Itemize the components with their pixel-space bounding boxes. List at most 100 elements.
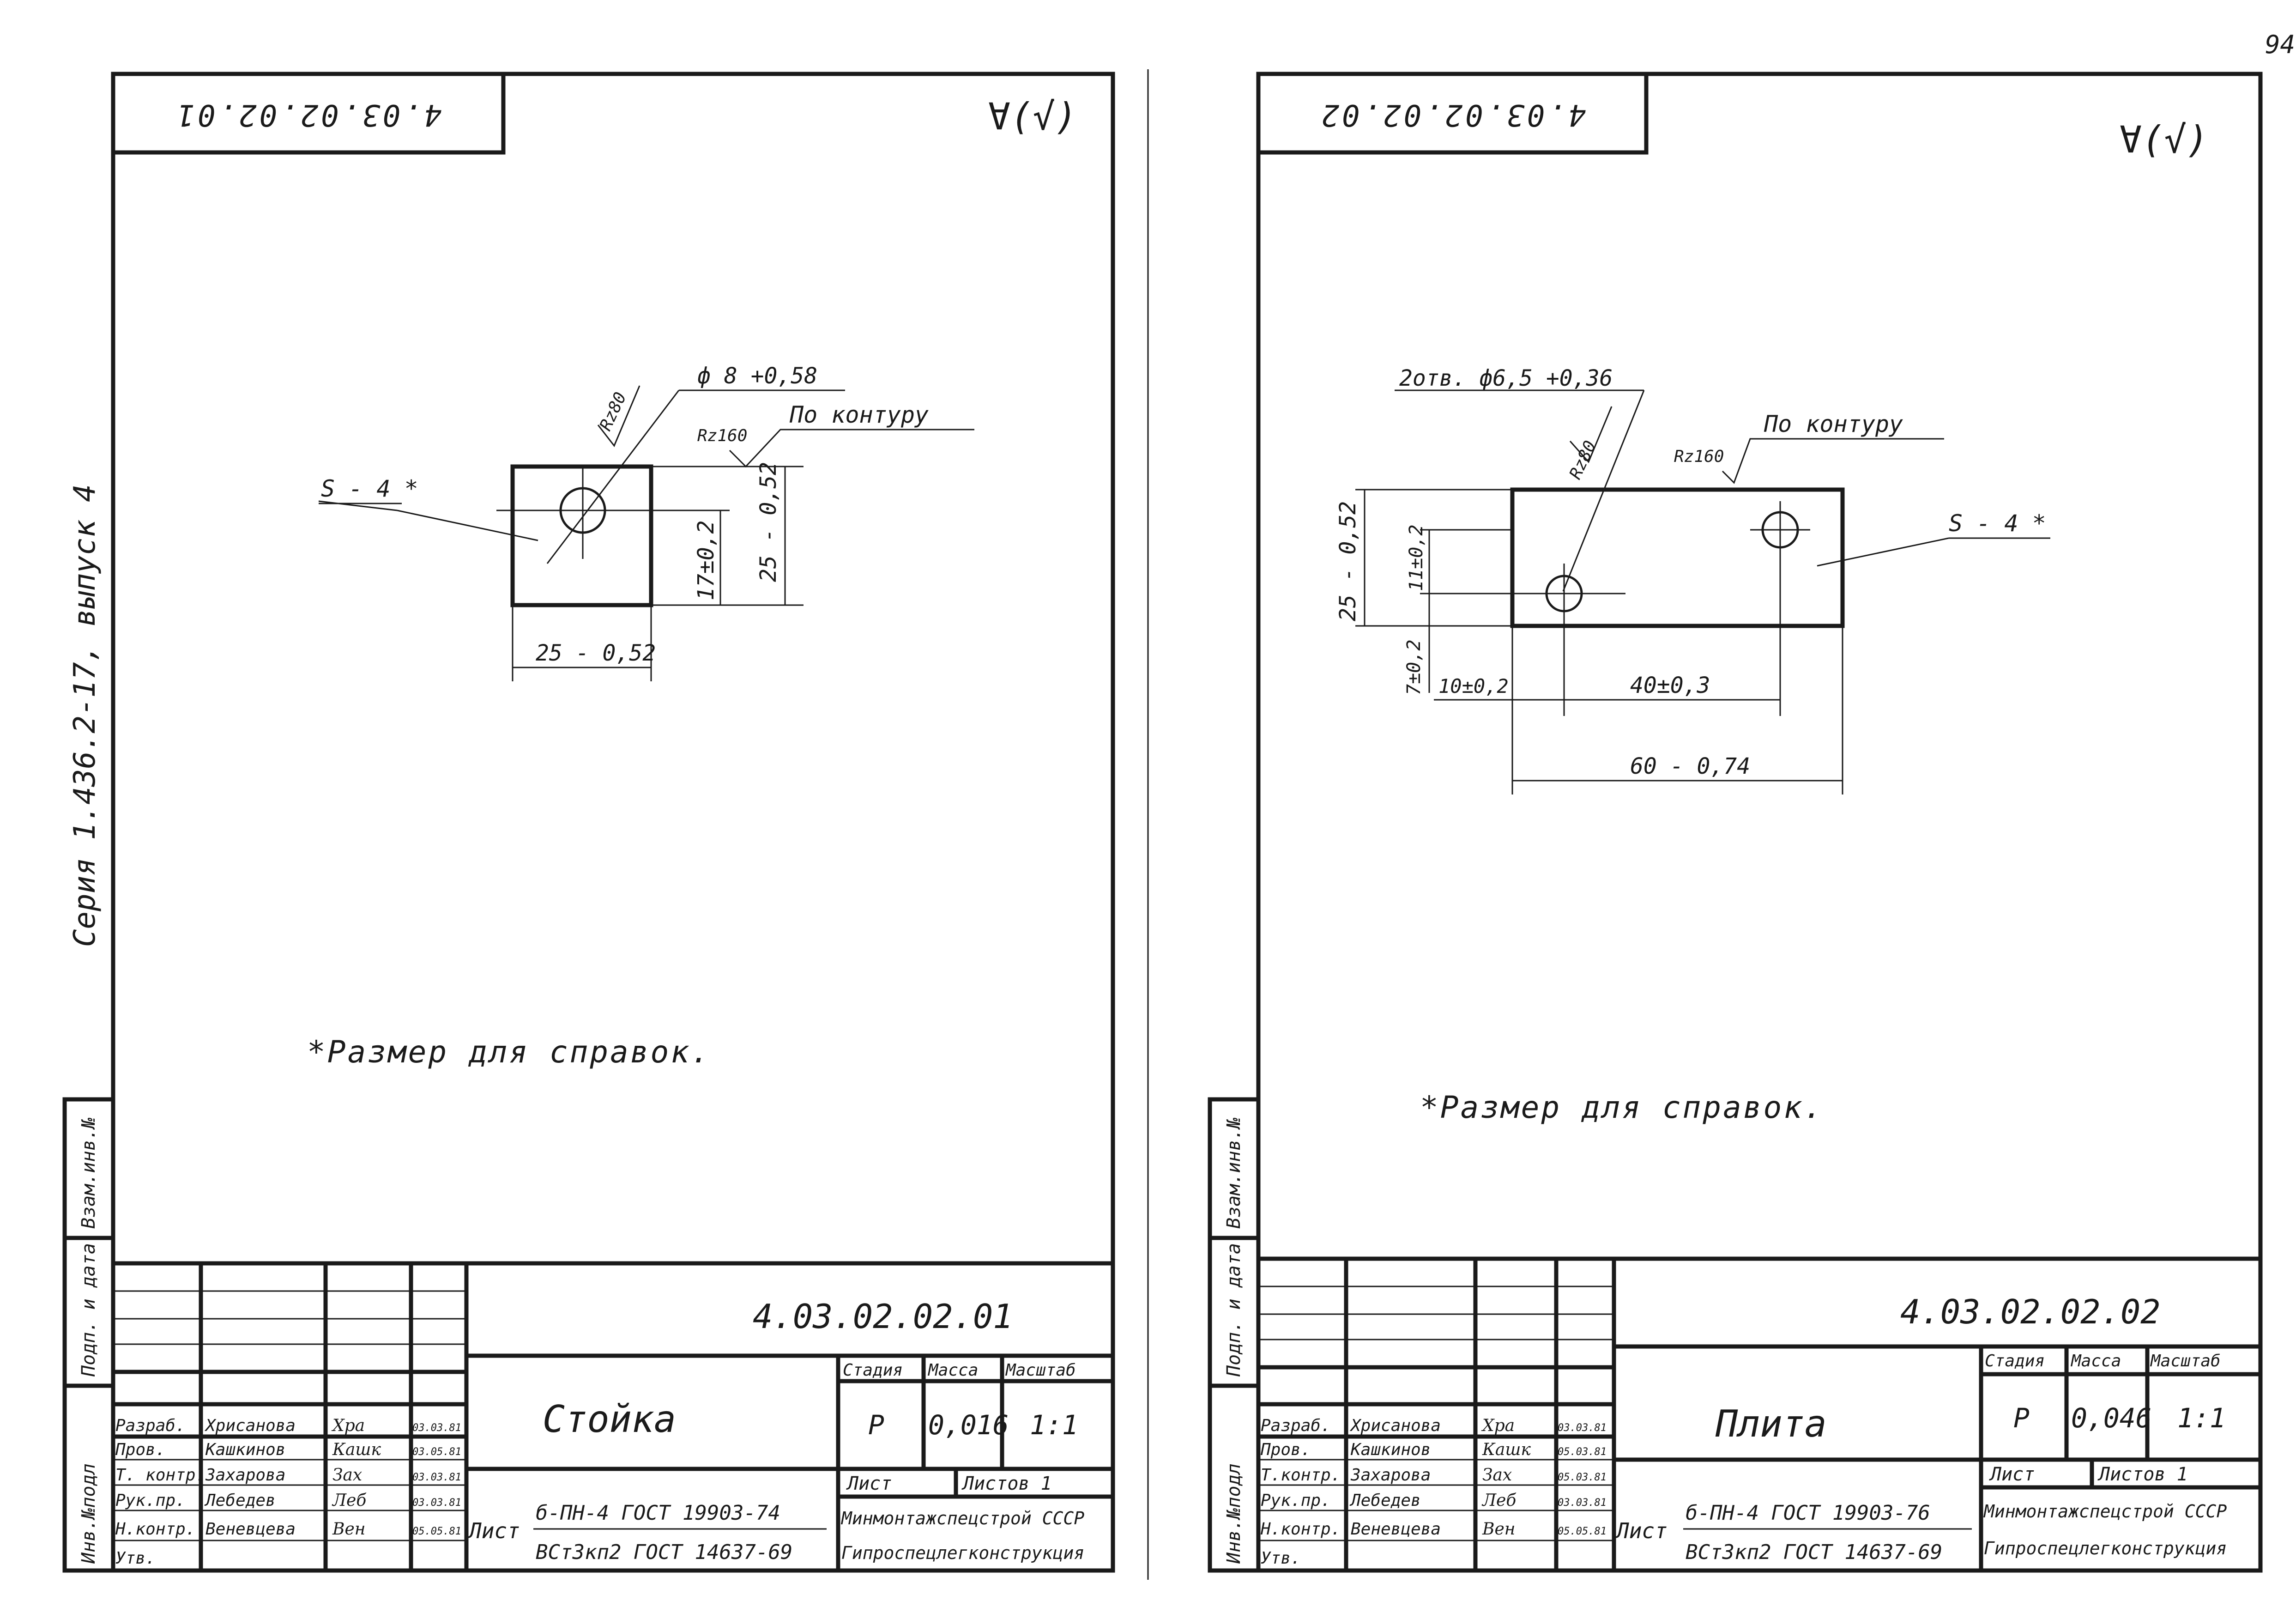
sheet-right-dim-hole: 2отв. ф6,5 +0,36 xyxy=(1399,365,1613,391)
sheet-right-title: Плита xyxy=(1715,1402,1827,1445)
sheet-right-top-code: 4.03.02.02.02 xyxy=(1319,97,1586,132)
sheet-left-name-2: Захарова xyxy=(205,1466,285,1485)
sheet-left-sign-0: Хра xyxy=(331,1416,365,1435)
sheet-left-sheet-label: Лист xyxy=(846,1473,892,1494)
sheet-right-sign-3: Леб xyxy=(1481,1491,1517,1510)
sheet-right-date-3: 03.03.81 xyxy=(1558,1497,1607,1509)
sheet-right-side-stamp: Взам.инв.№ Подп. и дата Инв.№подл xyxy=(1208,1097,1261,1573)
sheet-left-role-0: Разраб. xyxy=(115,1416,186,1435)
sheet-left-date-1: 03.05.81 xyxy=(412,1446,461,1458)
sheet-left-scale: 1:1 xyxy=(1030,1409,1078,1441)
sheet-left-mass: 0,016 xyxy=(928,1409,1009,1441)
sheet-left-title-block: 4.03.02.02.01 Стойка Стадия Масса Масшта… xyxy=(113,1261,1113,1571)
sheet-left: 4.03.02.02.01 ∀(√) Взам.инв.№ Подп. и да… xyxy=(62,72,1115,1573)
sheet-right-role-0: Разраб. xyxy=(1261,1416,1331,1435)
sheet-left-dim-height: 25 - 0,52 xyxy=(755,462,781,582)
sheet-left-role-4: Н.контр. xyxy=(115,1520,195,1539)
sheet-right-sign-2: Зах xyxy=(1482,1466,1512,1485)
sheet-right-name-3: Лебедев xyxy=(1349,1491,1421,1510)
sheet-right-stage: Р xyxy=(2013,1402,2030,1434)
sheet-right-sign-0: Хра xyxy=(1481,1416,1515,1435)
sheet-right-dim-height: 25 - 0,52 xyxy=(1335,501,1361,621)
sheet-right-note: *Размер для справок. xyxy=(1420,1090,1824,1125)
sheet-left-contour: По контуру xyxy=(789,401,929,428)
sheet-left-part-outline xyxy=(510,464,653,607)
sheet-right-material-label: Лист xyxy=(1614,1518,1668,1543)
sheet-right-material-top: б-ПН-4 ГОСТ 19903-76 xyxy=(1686,1501,1930,1525)
sheet-left-date-3: 03.03.81 xyxy=(412,1497,461,1509)
sheet-left-date-4: 05.05.81 xyxy=(412,1526,461,1537)
sheet-left-header-stage: Стадия xyxy=(843,1361,903,1380)
sheet-right-dim-hole-pos: 11±0,2 xyxy=(1406,525,1427,592)
sheet-right-part-outline xyxy=(1510,487,1845,628)
sheet-right-date-1: 05.03.81 xyxy=(1558,1446,1607,1458)
sheet-right-sign-1: Кашк xyxy=(1482,1440,1531,1459)
sheet-left-material-bottom: ВСт3кп2 ГОСТ 14637-69 xyxy=(536,1540,792,1564)
sheet-left-sign-3: Леб xyxy=(332,1491,367,1510)
sheet-right-dim-edge: 7±0,2 xyxy=(1403,640,1425,695)
sheet-left-dim-hole: ф 8 +0,58 xyxy=(697,363,817,389)
sheet-left-date-0: 03.03.81 xyxy=(412,1422,461,1434)
sheet-right-doc-code: 4.03.02.02.02 xyxy=(1900,1292,2161,1331)
sheet-right-header-scale: Масштаб xyxy=(2150,1352,2221,1371)
sheet-right-name-1: Кашкинов xyxy=(1350,1440,1431,1459)
sheet-left-name-1: Кашкинов xyxy=(205,1440,285,1459)
sheet-left-top-code-box xyxy=(111,72,506,155)
sheet-left-role-3: Рук.пр. xyxy=(115,1491,186,1510)
sheet-left-org1: Минмонтажспецстрой СССР xyxy=(840,1508,1084,1528)
sheet-left-sheets-label: Листов 1 xyxy=(961,1473,1052,1494)
sheet-right-dim-x2: 40±0,3 xyxy=(1630,673,1710,698)
sheet-right-header-stage: Стадия xyxy=(1985,1352,2045,1371)
sheet-left-name-3: Лебедев xyxy=(204,1491,276,1510)
sheet-left-rz160: Rz160 xyxy=(697,426,747,445)
sheet-left-dim-hole-pos: 17±0,2 xyxy=(693,521,719,600)
sheet-right-side-label-1: Подп. и дата xyxy=(1223,1243,1245,1377)
sheet-left-roughness-mark: ∀(√) xyxy=(988,95,1077,138)
sheet-right-name-0: Хрисанова xyxy=(1349,1416,1441,1435)
sheet-left-part-drawing: ф 8 +0,58 Rz80 Rz160 По контуру S - 4 * … xyxy=(318,363,974,681)
sheet-left-sign-2: Зах xyxy=(332,1466,362,1485)
sheet-left-material-top: б-ПН-4 ГОСТ 19903-74 xyxy=(536,1501,780,1525)
sheet-right-org2: Гипроспецлегконструкция xyxy=(1984,1538,2227,1559)
sheet-right-roughness-mark: ∀(√) xyxy=(2120,118,2209,161)
sheet-right-frame xyxy=(1256,72,2263,1573)
sheet-right-role-5: Утв. xyxy=(1261,1549,1301,1568)
sheet-right-dim-width: 60 - 0,74 xyxy=(1630,753,1750,779)
sheet-right-role-2: Т.контр. xyxy=(1261,1466,1341,1485)
sheet-left-side-label-2: Инв.№подл xyxy=(78,1463,99,1564)
page-number: 94 xyxy=(2265,30,2295,59)
sheet-right-role-4: Н.контр. xyxy=(1260,1520,1341,1539)
sheet-right: 4.03.02.02.02 ∀(√) Взам.инв.№ Подп. и да… xyxy=(1208,72,2263,1573)
sheet-right-sheet-label: Лист xyxy=(1989,1464,2035,1485)
sheet-left-doc-code: 4.03.02.02.01 xyxy=(753,1297,1013,1336)
sheet-left-sign-1: Кашк xyxy=(332,1440,381,1459)
sheet-right-scale: 1:1 xyxy=(2177,1402,2226,1434)
sheet-right-date-4: 05.05.81 xyxy=(1558,1526,1607,1537)
sheet-left-header-scale: Масштаб xyxy=(1005,1361,1076,1380)
sheet-left-side-label-0: Взам.инв.№ xyxy=(78,1117,99,1229)
sheet-right-date-2: 05.03.81 xyxy=(1558,1472,1607,1483)
sheet-left-material-label: Лист xyxy=(467,1518,520,1543)
sheet-right-header-mass: Масса xyxy=(2070,1352,2121,1371)
sheet-right-rz80: Rz80 xyxy=(1566,438,1600,482)
sheet-right-part-drawing: 2отв. ф6,5 +0,36 Rz80 Rz160 По контуру S… xyxy=(1335,365,2050,794)
sheet-right-name-2: Захарова xyxy=(1350,1466,1431,1485)
sheet-left-org2: Гипроспецлегконструкция xyxy=(841,1543,1084,1563)
sheet-left-stage: Р xyxy=(868,1409,884,1441)
sheet-right-role-3: Рук.пр. xyxy=(1261,1491,1331,1510)
sheet-right-role-1: Пров. xyxy=(1260,1440,1311,1459)
sheet-right-side-label-0: Взам.инв.№ xyxy=(1223,1117,1245,1229)
sheet-right-title-block: 4.03.02.02.02 Плита Стадия Масса Масштаб… xyxy=(1258,1256,2260,1571)
sheet-right-org1: Минмонтажспецстрой СССР xyxy=(1983,1501,2227,1522)
sheet-left-role-1: Пров. xyxy=(115,1440,165,1459)
sheet-right-dim-x1: 10±0,2 xyxy=(1438,675,1509,697)
sheet-left-sign-4: Вен xyxy=(332,1520,365,1539)
sheet-left-title: Стойка xyxy=(543,1398,676,1441)
sheet-left-side-label-1: Подп. и дата xyxy=(78,1243,99,1377)
sheet-right-s-label: S - 4 * xyxy=(1949,510,2046,537)
sheet-right-mass: 0,046 xyxy=(2071,1402,2152,1434)
sheet-left-s-label: S - 4 * xyxy=(321,475,418,502)
sheet-right-top-code-box xyxy=(1256,72,1649,155)
sheet-left-name-0: Хрисанова xyxy=(204,1416,296,1435)
sheet-right-side-label-2: Инв.№подл xyxy=(1223,1463,1245,1564)
